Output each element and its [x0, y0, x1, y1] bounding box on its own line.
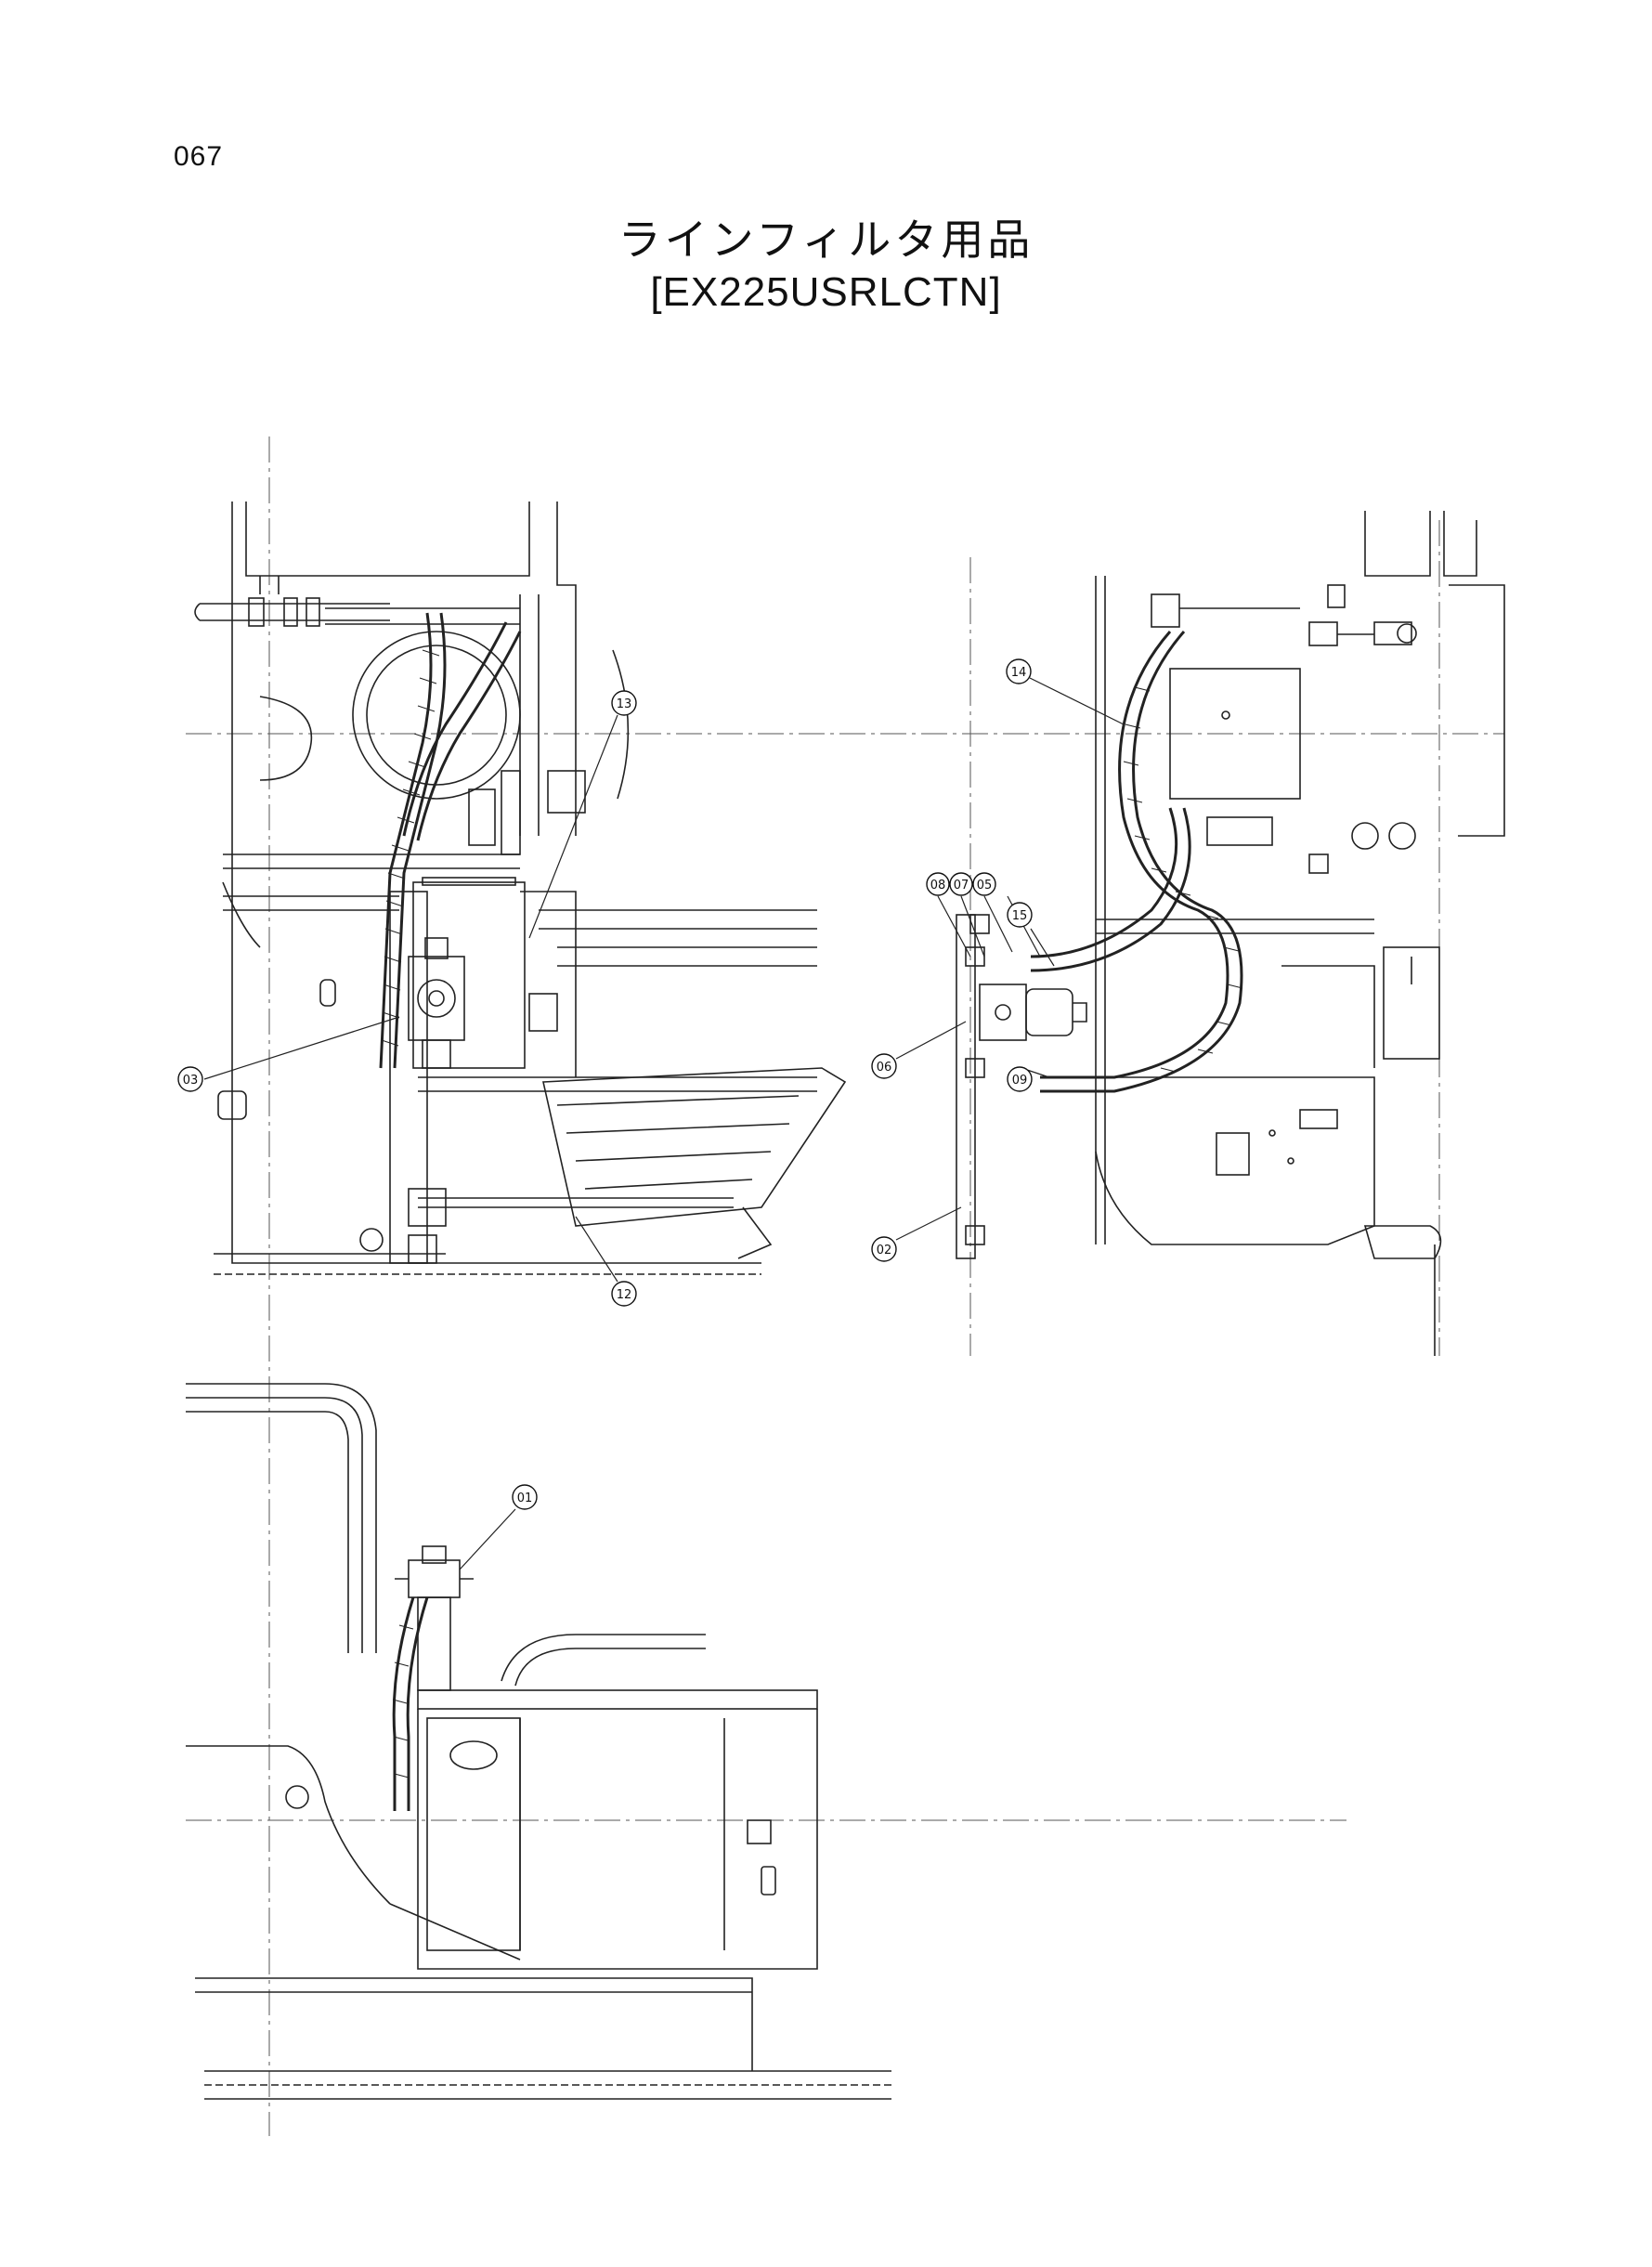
center-lines [186, 436, 1504, 2136]
callout-07: 07 [949, 872, 973, 896]
hose-texture-right [1123, 686, 1243, 1073]
svg-text:08: 08 [930, 879, 946, 892]
view-top-left [194, 502, 847, 1275]
svg-text:13: 13 [617, 697, 632, 711]
svg-text:14: 14 [1011, 666, 1027, 680]
callout-12: 12 [611, 1281, 637, 1307]
callout-15: 15 [1007, 902, 1033, 928]
callout-14: 14 [1006, 658, 1032, 684]
callout-05: 05 [972, 872, 996, 896]
callout-09: 09 [1007, 1066, 1033, 1092]
svg-text:01: 01 [517, 1492, 533, 1505]
svg-text:07: 07 [954, 879, 969, 892]
leader-lines [203, 677, 1125, 1570]
svg-text:06: 06 [877, 1061, 892, 1075]
callout-01: 01 [512, 1484, 538, 1510]
page-number: 067 [174, 141, 224, 172]
callout-13: 13 [611, 690, 637, 716]
svg-text:12: 12 [617, 1288, 632, 1302]
callouts: 03 13 12 14 08 07 05 15 [177, 658, 1033, 1510]
hose-texture [381, 649, 440, 1047]
page-title: ラインフィルタ用品 [618, 215, 1034, 265]
svg-text:02: 02 [877, 1244, 892, 1257]
callout-03: 03 [177, 1066, 203, 1092]
callout-08: 08 [926, 872, 950, 896]
view-bottom-left [186, 1383, 891, 2100]
view-top-right [956, 511, 1505, 1356]
svg-text:09: 09 [1012, 1074, 1028, 1088]
callout-02: 02 [871, 1236, 897, 1262]
svg-text:05: 05 [977, 879, 993, 892]
svg-text:15: 15 [1012, 909, 1028, 923]
callout-06: 06 [871, 1053, 897, 1079]
model-code: [EX225USRLCTN] [650, 269, 1002, 315]
svg-text:03: 03 [183, 1074, 199, 1088]
